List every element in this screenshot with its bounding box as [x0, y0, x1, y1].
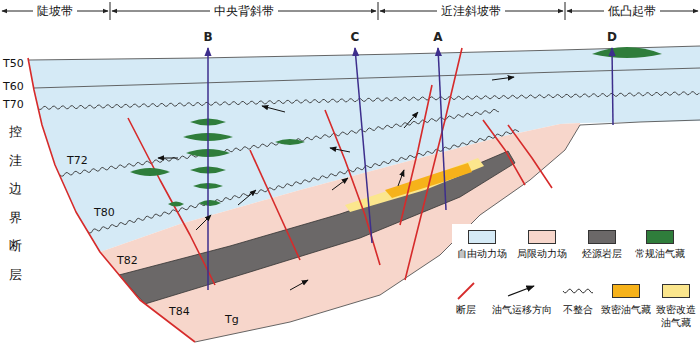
conventional-reservoir	[130, 168, 170, 176]
legend-label: 烃源岩层	[582, 248, 622, 261]
zone-title: 低凸起带	[608, 4, 656, 18]
well-track	[355, 48, 372, 243]
horizon-label: T50	[3, 58, 24, 71]
zone-header: 中央背斜带	[210, 4, 278, 18]
migration-arrow	[492, 77, 514, 80]
boundary-fault	[28, 58, 195, 342]
migration-arrow	[238, 190, 256, 205]
legend-swatch	[662, 284, 690, 298]
well-name: C	[351, 31, 360, 45]
legend-label: 不整合	[563, 304, 593, 317]
zone-rule	[2, 2, 698, 20]
migration-arrow	[290, 280, 308, 290]
legend-label: 致密改造油气藏	[656, 304, 696, 329]
fault-name: 控洼边界断层	[9, 118, 22, 290]
well-track	[612, 48, 613, 125]
legend-swatch	[588, 230, 616, 244]
legend-panel	[452, 224, 700, 344]
zone-title: 近洼斜坡带	[441, 4, 501, 18]
well-track	[438, 48, 446, 210]
fault-line	[250, 150, 300, 260]
migration-arrow	[398, 170, 404, 186]
legend-label: 致密油气藏	[601, 304, 651, 317]
unconformity-line	[38, 92, 699, 110]
horizon-label: T60	[3, 81, 24, 94]
zone-title: 中央背斜带	[214, 4, 274, 18]
conventional-reservoir	[168, 202, 184, 207]
legend-label: 常规油气藏	[635, 248, 685, 261]
migration-arrow	[196, 215, 211, 230]
zone-title: 陡坡带	[37, 4, 73, 18]
zone-header: 近洼斜坡带	[437, 4, 505, 18]
horizon-label: T70	[3, 99, 24, 112]
fault-line	[400, 85, 432, 225]
legend-arrow-sample	[508, 286, 534, 296]
horizon-label: T72	[66, 155, 89, 168]
zone-header: 低凸起带	[604, 4, 660, 18]
legend-swatch	[646, 230, 674, 244]
zone-divider	[565, 2, 566, 20]
well-name: A	[433, 31, 442, 45]
legend-unconformity-sample	[563, 289, 593, 292]
fault-line	[508, 125, 552, 188]
conventional-reservoir	[199, 200, 221, 206]
legend-swatch	[528, 230, 556, 244]
horizon-line	[29, 46, 700, 60]
zone-header: 陡坡带	[33, 4, 77, 18]
well-track	[207, 48, 209, 290]
legend-label: 自由动力场	[457, 248, 507, 261]
legend-swatch	[612, 284, 640, 298]
horizon-label: Tg	[224, 314, 240, 327]
legend-swatch	[468, 230, 496, 244]
fault-line	[483, 120, 525, 185]
zone-divider	[378, 2, 379, 20]
zone-divider	[110, 2, 111, 20]
migration-arrow	[330, 148, 350, 152]
migration-arrow	[404, 112, 418, 128]
tight-reservoir	[385, 163, 472, 198]
horizon-label: T82	[116, 255, 139, 268]
well-name: B	[203, 31, 212, 45]
legend-label: 局限动力场	[517, 248, 567, 261]
well-name: D	[607, 31, 617, 45]
migration-arrow	[158, 158, 178, 159]
horizon-line	[34, 68, 700, 88]
legend-label: 断层	[456, 304, 476, 317]
migration-arrow	[332, 178, 348, 190]
unconformity-line	[88, 130, 519, 233]
fault-line	[128, 118, 215, 285]
horizon-label: T84	[168, 306, 191, 319]
conventional-reservoir	[592, 47, 662, 58]
horizon-label: T80	[93, 207, 116, 220]
legend-label: 油气运移方向	[492, 304, 552, 317]
migration-arrow	[262, 106, 285, 112]
legend-fault-sample	[458, 283, 474, 299]
conventional-reservoir	[275, 139, 305, 145]
